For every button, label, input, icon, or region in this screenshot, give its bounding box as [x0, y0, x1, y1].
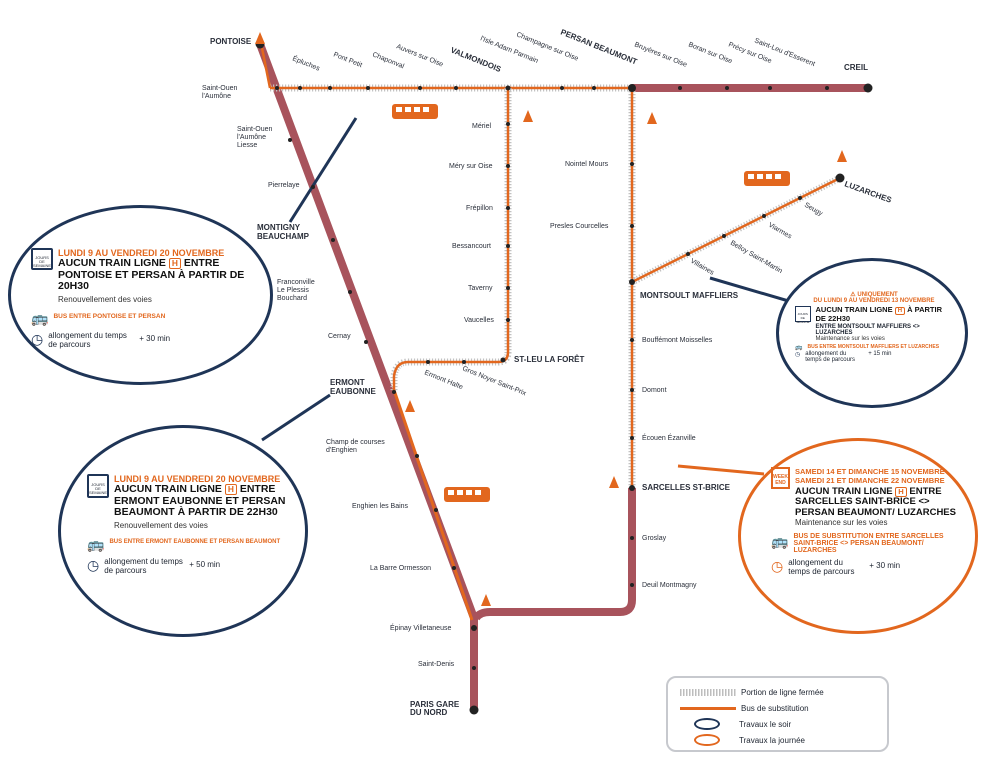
calendar-icon: WEEK END [771, 467, 790, 489]
legend: Portion de ligne fermée Bus de substitut… [666, 676, 889, 752]
svg-text:Domont: Domont [642, 387, 667, 394]
svg-text:Villaines: Villaines [689, 258, 715, 277]
svg-text:Ermont Halte: Ermont Halte [423, 369, 464, 391]
svg-text:Seugy: Seugy [803, 202, 824, 218]
label-pont-petit: Pont Petit [332, 51, 363, 69]
label-valmondois: VALMONDOIS [449, 46, 503, 75]
svg-text:Écouen Ézanville: Écouen Ézanville [642, 433, 696, 442]
calendar-icon: JOURS DE SEMAINE [31, 248, 53, 270]
label-persan: PERSAN BEAUMONT [559, 28, 638, 67]
clock-icon: ◷ [795, 351, 801, 358]
warning-icon: ⚠ [850, 292, 856, 298]
label-saint-denis: Saint-Denis [418, 661, 455, 668]
clock-icon: ◷ [87, 556, 100, 573]
label-pontoise: PONTOISE [210, 37, 252, 46]
svg-text:Viarmes: Viarmes [767, 222, 793, 241]
svg-text:Belloy Saint-Martin: Belloy Saint-Martin [729, 240, 783, 275]
calendar-icon: JOURS DE SEMAINE [87, 474, 109, 498]
cone-icon [255, 32, 847, 606]
callout-line-2 [261, 393, 331, 442]
bus-icon: 🚌 [795, 344, 803, 351]
label-epinay: Épinay Villetaneuse [390, 623, 451, 632]
svg-text:Méry sur Oise: Méry sur Oise [449, 163, 493, 170]
label-cernay: Cernay [328, 333, 351, 340]
legend-day: Travaux la journée [739, 735, 805, 745]
label-st-leu-foret: ST-LEU LA FORÊT [514, 355, 584, 364]
bus-ermont-epinay [392, 389, 474, 621]
svg-text:Mériel: Mériel [472, 123, 492, 130]
label-saint-leu-esserent: Saint-Leu d'Esserent [753, 37, 816, 68]
closed-valmondois-ermont [390, 88, 512, 392]
notice-box-2: JOURS DE SEMAINE LUNDI 9 AU VENDREDI 20 … [58, 425, 308, 637]
box1-date: LUNDI 9 AU VENDREDI 20 NOVEMBRE [58, 248, 225, 258]
label-bruyeres: Bruyères sur Oise [633, 41, 688, 69]
notice-box-4: WEEK END SAMEDI 14 ET DIMANCHE 15 NOVEMB… [738, 438, 978, 634]
svg-text:Bessancourt: Bessancourt [452, 243, 491, 250]
svg-text:Nointel Mours: Nointel Mours [565, 161, 609, 168]
label-creil: CREIL [844, 63, 868, 72]
svg-text:Groslay: Groslay [642, 535, 667, 542]
bus-icon: 🚌 [771, 533, 789, 550]
svg-text:Gros Noyer Saint-Prix: Gros Noyer Saint-Prix [461, 365, 527, 397]
callout-line-1 [288, 117, 358, 223]
callout-line-3 [709, 276, 793, 304]
label-boran: Boran sur Oise [687, 41, 733, 65]
legend-evening: Travaux le soir [739, 719, 792, 729]
svg-text:Deuil Montmagny: Deuil Montmagny [642, 582, 697, 589]
label-luzarches: LUZARCHES [843, 179, 893, 205]
legend-closed: Portion de ligne fermée [741, 687, 824, 697]
svg-text:Taverny: Taverny [468, 285, 493, 292]
clock-icon: ◷ [771, 558, 784, 575]
clock-icon: ◷ [31, 330, 44, 347]
svg-text:Vaucelles: Vaucelles [464, 317, 494, 324]
label-barre: La Barre Ormesson [370, 565, 431, 572]
line-epinay-sarcelles [472, 488, 636, 621]
legend-bus: Bus de substitution [741, 703, 809, 713]
label-enghien: Enghien les Bains [352, 503, 409, 510]
svg-text:Bouffémont Moisselles: Bouffémont Moisselles [642, 337, 713, 344]
calendar-icon: JOURS DE SEMAINE [795, 306, 811, 324]
notice-box-3: ⚠ UNIQUEMENT DU LUNDI 9 AU VENDREDI 13 N… [776, 258, 968, 408]
label-pierrelaye: Pierrelaye [268, 182, 300, 189]
svg-text:Frépillon: Frépillon [466, 205, 493, 212]
bus-icon: 🚌 [31, 309, 49, 326]
label-sarcelles: SARCELLES ST-BRICE [642, 483, 731, 492]
label-epluches: Épluches [291, 54, 322, 73]
bus-icon: 🚌 [87, 535, 105, 552]
line-pontoise-paris [256, 42, 478, 710]
label-montsoult: MONTSOULT MAFFLIERS [640, 291, 739, 300]
svg-text:Presles Courcelles: Presles Courcelles [550, 223, 609, 230]
label-chaponval: Chaponval [371, 51, 405, 70]
callout-line-4 [677, 464, 765, 476]
notice-box-1: JOURS DE SEMAINE LUNDI 9 AU VENDREDI 20 … [8, 205, 273, 385]
